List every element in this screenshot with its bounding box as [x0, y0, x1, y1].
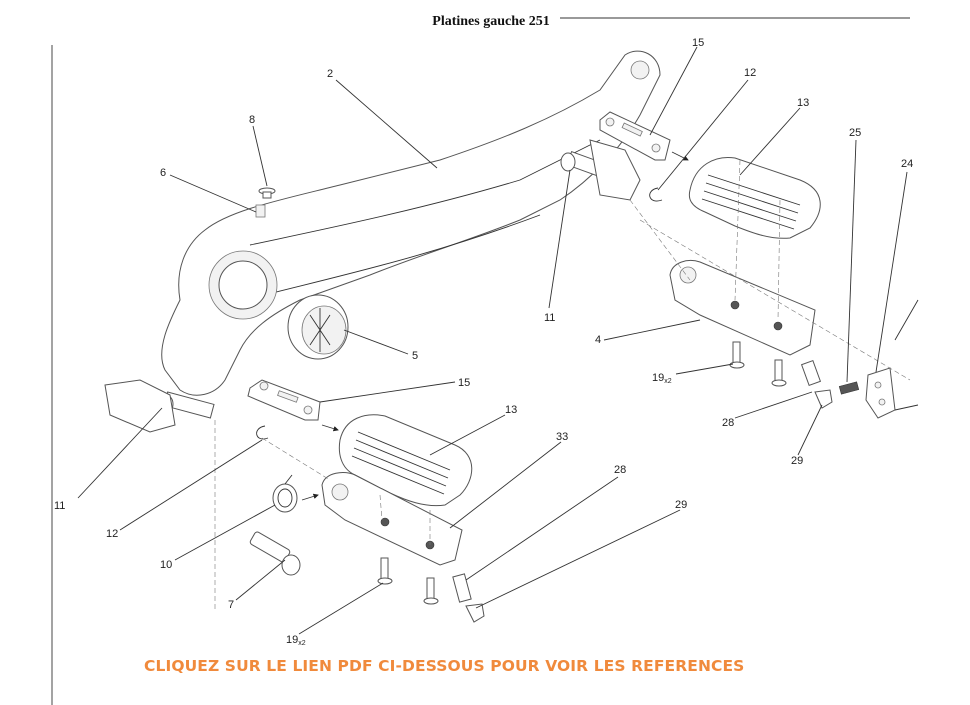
screw-19-front	[377, 557, 439, 605]
clip-rear	[649, 187, 663, 202]
callout-19-rear: 19x2	[652, 372, 672, 385]
callout-2: 2	[327, 68, 333, 80]
spring	[272, 474, 298, 513]
callout-24: 24	[901, 158, 913, 170]
plate-24	[865, 367, 896, 419]
callout-29-rear: 29	[791, 455, 803, 467]
clip-front	[256, 425, 269, 440]
rubber-pad-rear	[688, 156, 821, 239]
damper-28-front	[452, 573, 485, 623]
callout-19-front: 19x2	[286, 634, 306, 647]
callout-5: 5	[412, 350, 418, 362]
bolt	[249, 531, 301, 576]
callout-11-rear: 11	[544, 312, 555, 324]
rubber-damper	[287, 294, 349, 360]
callout-10: 10	[160, 559, 172, 571]
pin-front	[104, 379, 215, 433]
screw-19-rear	[729, 341, 787, 387]
callout-28-rear: 28	[722, 417, 734, 429]
callout-29-front: 29	[675, 499, 687, 511]
callout-15-front: 15	[458, 377, 470, 389]
callout-15-rear: 15	[692, 37, 704, 49]
page-title: Platines gauche 251	[432, 14, 550, 29]
callout-12-rear: 12	[744, 67, 756, 79]
callout-8: 8	[249, 114, 255, 126]
callout-13-front: 13	[505, 404, 517, 416]
damper-28-rear	[800, 359, 833, 409]
footrest-rear	[669, 260, 816, 356]
callout-13-rear: 13	[797, 97, 809, 109]
leader-lines	[77, 46, 908, 635]
footrest-bracket	[161, 50, 661, 396]
screw-25	[838, 381, 860, 395]
callout-12-front: 12	[106, 528, 118, 540]
callout-6: 6	[160, 167, 166, 179]
callout-11-front: 11	[54, 500, 65, 512]
plate-rear	[599, 111, 671, 161]
callout-25: 25	[849, 127, 861, 139]
pdf-link-notice: CLIQUEZ SUR LE LIEN PDF CI-DESSOUS POUR …	[144, 657, 745, 675]
screw-small	[255, 187, 276, 218]
plate-front	[247, 379, 321, 421]
footrest-front	[321, 472, 463, 566]
callout-7: 7	[228, 599, 234, 611]
callout-4: 4	[595, 334, 601, 346]
rubber-pad-front	[338, 414, 473, 507]
callout-33: 33	[556, 431, 568, 443]
callout-28-front: 28	[614, 464, 626, 476]
pin-rear	[560, 139, 641, 201]
